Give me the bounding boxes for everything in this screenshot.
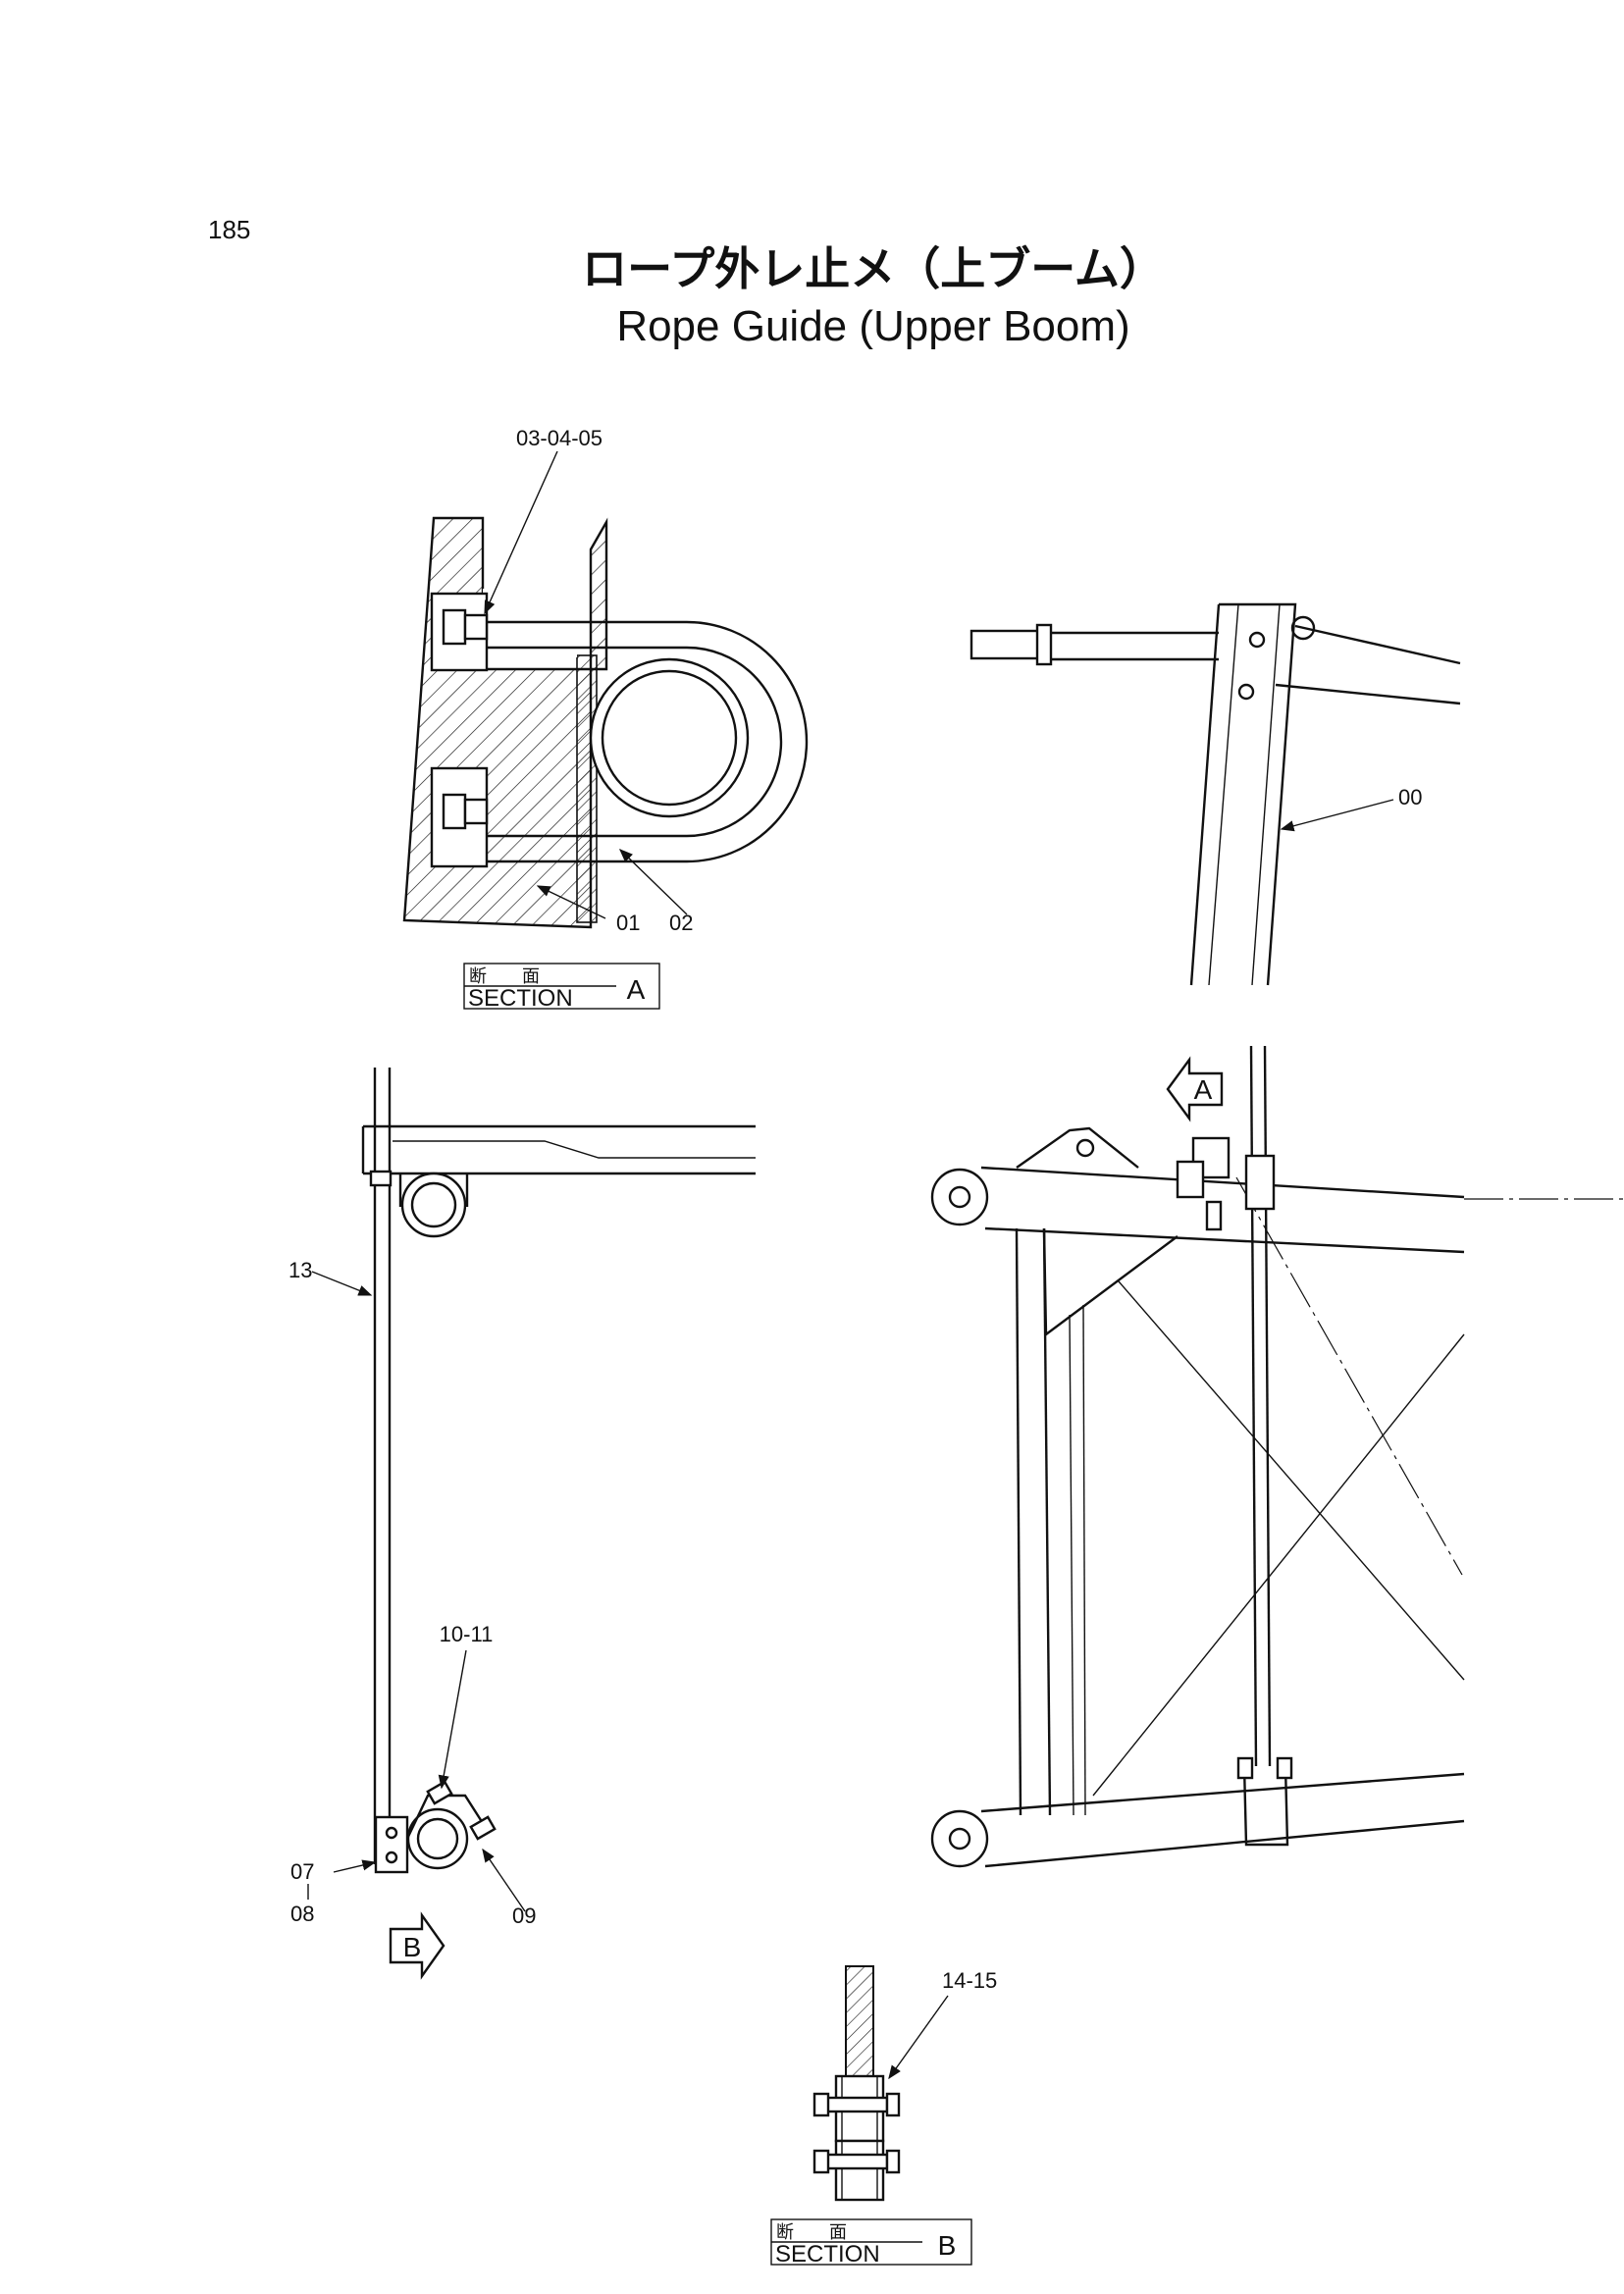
callout-13: 13 — [288, 1258, 312, 1282]
callout-09: 09 — [512, 1903, 536, 1928]
callout-14-15: 14-15 — [942, 1968, 997, 1993]
callout-07: 07 — [290, 1859, 314, 1884]
view-arrow-a: A — [1166, 1056, 1224, 1122]
page-number: 185 — [208, 215, 250, 244]
svg-text:B: B — [403, 1932, 422, 1962]
inner-plate-01 — [576, 654, 598, 923]
middle-left-view: 13 10-11 07 08 09 B — [288, 1068, 756, 1980]
svg-text:SECTION: SECTION — [468, 985, 573, 1012]
callout-00: 00 — [1398, 785, 1422, 809]
svg-text:A: A — [1194, 1074, 1213, 1105]
callout-01: 01 — [616, 911, 640, 935]
title-english: Rope Guide (Upper Boom) — [616, 302, 1129, 350]
callout-08: 08 — [290, 1902, 314, 1926]
svg-text:断 面: 断 面 — [469, 966, 540, 987]
u-bolt-02 — [487, 620, 809, 863]
top-right-view: 00 — [969, 602, 1461, 986]
callout-02: 02 — [669, 911, 693, 935]
svg-text:B: B — [938, 2230, 957, 2261]
svg-text:断 面: 断 面 — [776, 2222, 847, 2243]
section-b-view: 14-15 断 面 SECTION B — [770, 1965, 997, 2268]
svg-text:A: A — [627, 974, 646, 1005]
section-b-label: 断 面 SECTION B — [770, 2218, 972, 2268]
view-arrow-b: B — [389, 1911, 445, 1980]
title-japanese: ロープ外レ止メ（上ブーム） — [582, 242, 1165, 295]
section-a-view: 03-04-05 01 02 断 面 SECTION A — [402, 426, 809, 1012]
bracket-07-08 — [374, 1815, 409, 1874]
callout-10-11: 10-11 — [440, 1622, 494, 1646]
callout-03-04-05: 03-04-05 — [516, 426, 602, 450]
svg-text:SECTION: SECTION — [775, 2241, 880, 2268]
section-a-label: 断 面 SECTION A — [463, 963, 660, 1012]
middle-right-view: A — [930, 1045, 1624, 1868]
guide-pipe-section — [589, 657, 750, 818]
